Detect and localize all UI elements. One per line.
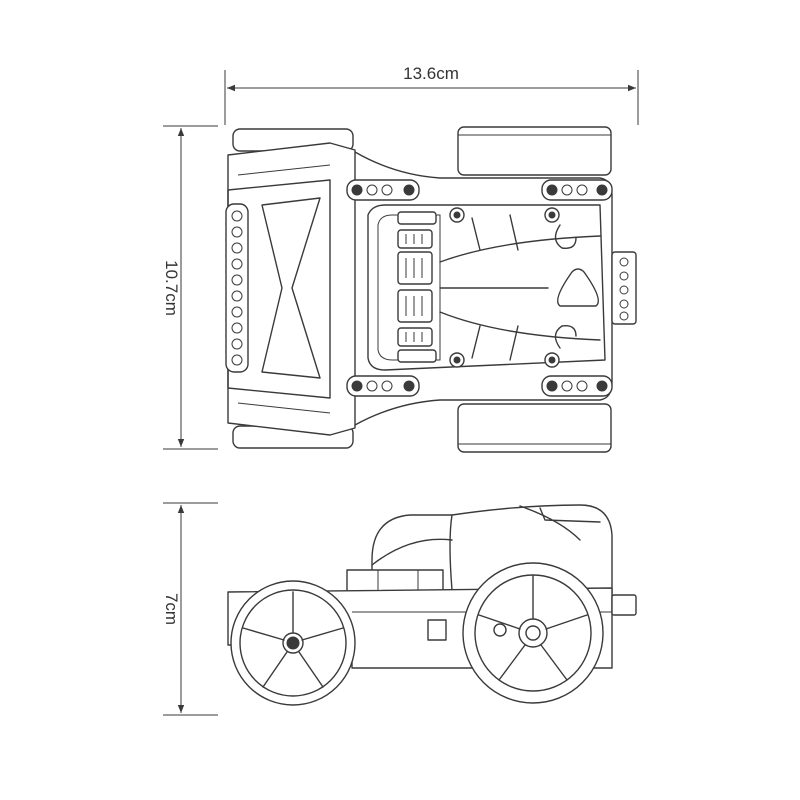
rear-wheel-side — [230, 580, 356, 706]
top-view — [225, 126, 637, 453]
rear-housing — [227, 142, 356, 436]
side-bumper — [611, 594, 637, 616]
dimension-length: 13.6cm — [224, 64, 639, 125]
front-bumper — [611, 251, 637, 325]
height-label: 7cm — [162, 593, 181, 625]
battery-modules — [397, 211, 437, 363]
dimension-height: 7cm — [162, 502, 218, 716]
rear-beam-holes — [231, 210, 243, 366]
length-label: 13.6cm — [403, 64, 459, 83]
front-wheel-side — [462, 562, 604, 704]
front-hooks — [554, 224, 599, 349]
connector-beams — [346, 179, 613, 397]
dimension-width: 10.7cm — [162, 125, 218, 450]
body-shell-lines — [439, 214, 601, 361]
width-label: 10.7cm — [162, 260, 181, 316]
front-wheel-top — [457, 126, 612, 176]
rear-beam — [225, 203, 249, 373]
side-view — [227, 504, 637, 706]
inner-frame — [367, 204, 606, 371]
front-wheel-bottom — [457, 403, 612, 453]
